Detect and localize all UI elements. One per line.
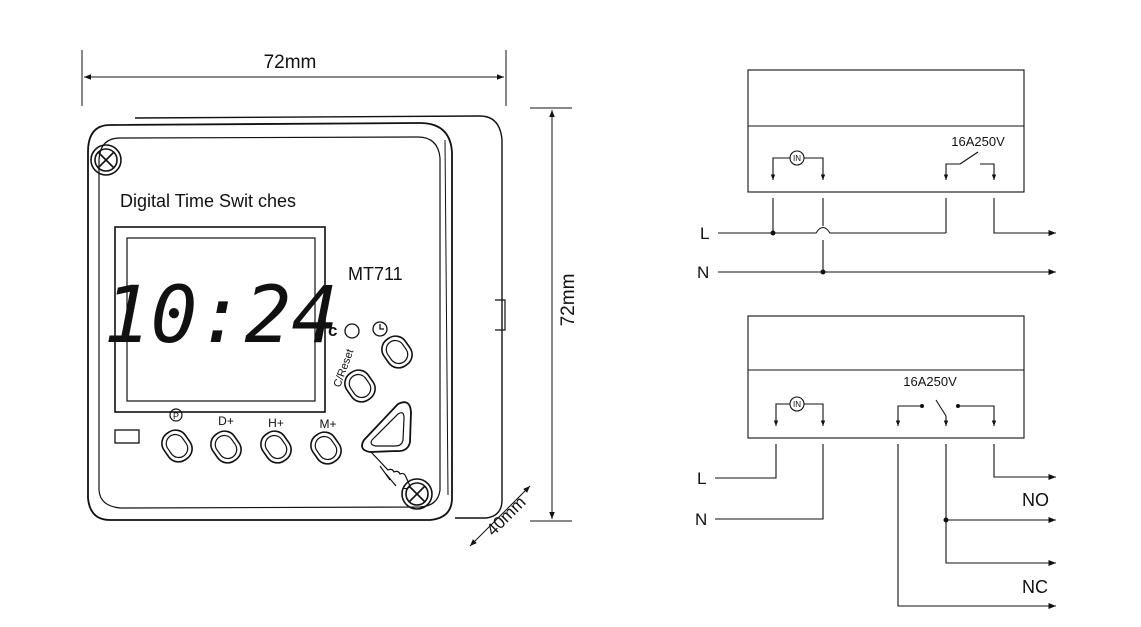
- bottom-coil-label: IN: [793, 400, 801, 409]
- clock-c-symbol: c: [328, 321, 337, 340]
- bottom-line-L: [715, 444, 777, 479]
- lcd-screen: [126, 237, 316, 402]
- top-rating: 16A250V: [951, 134, 1005, 149]
- clock-mode-indicator-icon: [344, 323, 360, 339]
- top-line-L: [718, 226, 946, 234]
- top-unit-box: [747, 69, 1025, 193]
- program-button[interactable]: [157, 408, 197, 467]
- device-side-edge: [444, 139, 449, 496]
- clock-button[interactable]: [377, 331, 417, 372]
- device-model: MT711: [348, 264, 403, 284]
- depth-dimension-line: [469, 485, 531, 547]
- lcd-frame: [114, 226, 326, 413]
- screw-top-left-icon: [90, 144, 122, 176]
- bottom-nc-output: [897, 444, 1056, 610]
- bottom-coil-lead-left: [773, 403, 790, 426]
- confirm-triangle-button[interactable]: [361, 401, 412, 453]
- bottom-common-output: [945, 444, 1056, 567]
- bottom-coil-lead-right: [804, 403, 826, 426]
- day-plus-button[interactable]: [206, 426, 246, 467]
- top-contact-switch: [959, 151, 979, 165]
- clock-icon: [372, 321, 388, 337]
- dimension-lines: [81, 50, 572, 547]
- hour-plus-label: H+: [268, 416, 284, 430]
- top-junction-L: [770, 230, 776, 236]
- timer-device: [87, 115, 506, 521]
- top-L-label: L: [700, 224, 709, 243]
- hour-plus-button[interactable]: [256, 426, 296, 467]
- bottom-N-label: N: [695, 510, 707, 529]
- top-coil-label: IN: [793, 154, 801, 163]
- screw-bottom-right-icon: [401, 478, 433, 510]
- minute-plus-label: M+: [319, 417, 336, 431]
- top-contact-left: [943, 163, 960, 180]
- minute-plus-button[interactable]: [306, 427, 346, 468]
- device-title: Digital Time Swit ches: [120, 191, 296, 211]
- device-front-panel: [98, 136, 441, 509]
- day-plus-label: D+: [218, 414, 234, 428]
- top-coil-lead-left: [770, 157, 790, 180]
- reset-button[interactable]: [340, 365, 380, 406]
- bottom-contact-no: [958, 405, 997, 426]
- device-side-housing: [134, 115, 503, 519]
- top-coil-lead-right: [804, 157, 826, 180]
- width-label: 72mm: [264, 52, 317, 73]
- bottom-line-N: [715, 444, 824, 520]
- top-N-label: N: [697, 263, 709, 282]
- bottom-no-output: [993, 444, 1056, 481]
- device-side-clip: [495, 299, 506, 331]
- bottom-junction-common: [943, 517, 949, 523]
- top-load-output: [993, 198, 1056, 237]
- pointing-hand-icon: [370, 451, 411, 490]
- program-icon: [169, 408, 183, 422]
- bottom-unit-box: [747, 315, 1025, 439]
- bottom-contact-dot-1: [920, 404, 924, 408]
- wiring-diagram-top: [718, 69, 1056, 276]
- bottom-rating: 16A250V: [903, 374, 957, 389]
- device-front-frame: [87, 122, 453, 521]
- wiring-diagram-bottom: [715, 315, 1056, 610]
- height-label: 72mm: [558, 274, 579, 327]
- top-junction-N: [820, 269, 826, 275]
- status-indicator-led: [114, 429, 140, 444]
- bottom-contact-dot-2: [956, 404, 960, 408]
- bottom-L-label: L: [697, 469, 706, 488]
- top-contact-right: [980, 163, 997, 180]
- lcd-time-display: 10:24: [104, 271, 339, 361]
- depth-label: 40mm: [483, 493, 530, 540]
- bottom-contact-common: [935, 399, 949, 426]
- bottom-contact-nc: [895, 405, 922, 426]
- bottom-NC-label: NC: [1022, 577, 1048, 597]
- program-label: P: [173, 411, 179, 421]
- bottom-NO-label: NO: [1022, 490, 1049, 510]
